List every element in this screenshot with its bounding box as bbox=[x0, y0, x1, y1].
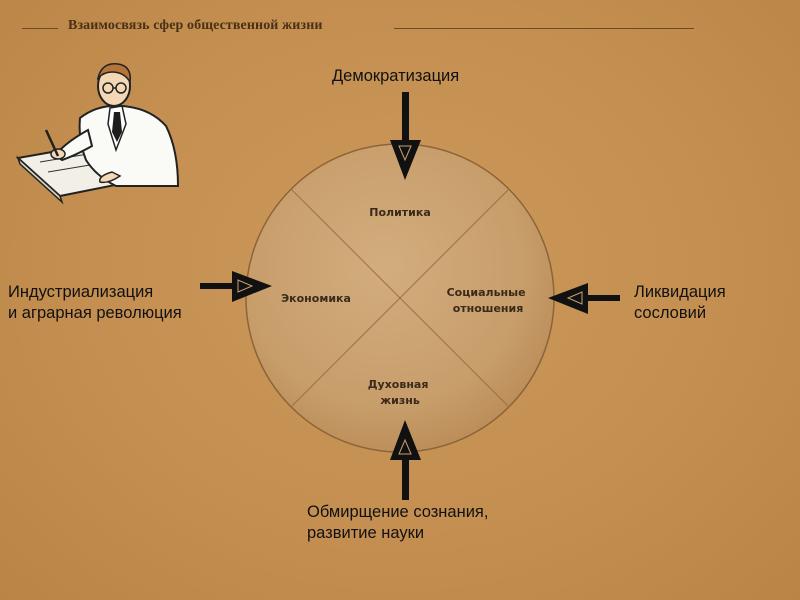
slide-header: Взаимосвязь сфер общественной жизни bbox=[22, 16, 702, 40]
arrow-icon bbox=[200, 271, 272, 302]
influence-top: Демократизация bbox=[332, 67, 460, 85]
sector-politics: Политика bbox=[369, 206, 431, 219]
sector-economy: Экономика bbox=[281, 292, 351, 305]
arrow-icon bbox=[390, 420, 421, 500]
sector-social-relations: Социальные отношения bbox=[447, 286, 530, 315]
influence-right: Ликвидация сословий bbox=[634, 283, 726, 322]
slide-title: Взаимосвязь сфер общественной жизни bbox=[68, 18, 323, 33]
title-rule-right bbox=[394, 28, 694, 29]
title-rule-left bbox=[22, 28, 58, 29]
influence-bottom: Обмирщение сознания, развитие науки bbox=[307, 503, 489, 542]
arrow-icon bbox=[548, 283, 620, 314]
scholar-writing-icon bbox=[15, 63, 180, 205]
influence-left: Индустриализация и аграрная революция bbox=[8, 283, 182, 322]
arrow-icon bbox=[390, 92, 421, 180]
sector-spiritual-life: Духовная жизнь bbox=[368, 378, 433, 407]
